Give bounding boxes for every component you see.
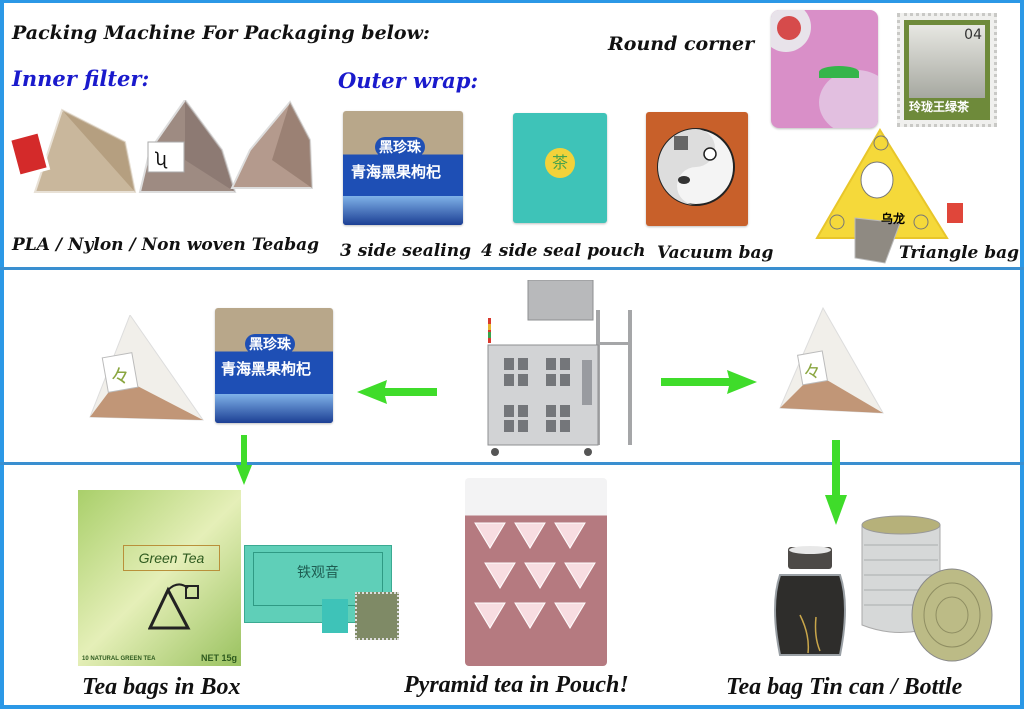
- arrow-left-icon: [357, 380, 437, 404]
- svg-text:ʯ: ʯ: [155, 149, 168, 170]
- green-tea-box: Green Tea 10 NATURAL GREEN TEA NET 15g: [78, 490, 241, 666]
- packing-machine-image: [478, 279, 638, 458]
- tea-character-badge: 茶: [545, 148, 575, 178]
- arrow-down-icon-left: [236, 435, 252, 485]
- yin-yang-icon: [657, 128, 735, 206]
- four-side-seal-label: 4 side seal pouch: [481, 241, 646, 261]
- tin-can: [860, 515, 994, 667]
- outer-wrap-heading: Outer wrap:: [338, 68, 479, 93]
- tin-can-bottle-label: Tea bag Tin can / Bottle: [726, 674, 963, 700]
- pink-round-corner-pouch: [771, 10, 878, 128]
- nylon-teabag-icon: ʯ: [138, 98, 237, 193]
- glass-jar: [770, 545, 850, 667]
- pyramid-teabag-right: 々: [775, 303, 885, 415]
- pyramid-tea-pouch: [465, 478, 607, 666]
- triangle-bag-image: 乌龙: [815, 128, 975, 268]
- inner-filter-heading: Inner filter:: [12, 66, 150, 91]
- svg-text:々: 々: [803, 362, 821, 383]
- arrow-down-icon-right: [825, 440, 847, 525]
- vacuum-bag-label: Vacuum bag: [657, 243, 774, 263]
- page-title: Packing Machine For Packaging below:: [12, 22, 430, 44]
- pyramid-tea-in-pouch-label: Pyramid tea in Pouch!: [404, 672, 629, 698]
- box-title: Green Tea: [123, 545, 220, 571]
- four-side-seal-pouch: 茶: [513, 113, 607, 223]
- row-divider-2: [0, 462, 1024, 465]
- inner-filter-label: PLA / Nylon / Non woven Teabag: [12, 235, 320, 255]
- tea-bags-in-box-label: Tea bags in Box: [82, 674, 241, 700]
- pla-teabag-icon: [7, 108, 137, 193]
- three-side-sealing-pouch: 黑珍珠 青海黑果枸杞: [343, 111, 463, 225]
- stamp-shape-pouch: 04 玲珑王绿茶: [897, 13, 997, 127]
- pyramid-teabag-left: 々: [85, 313, 205, 423]
- mini-teal-pouch: [322, 599, 348, 633]
- inner-filter-teabags-image: ʯ: [7, 98, 320, 195]
- mini-stamp-pouch: [355, 592, 399, 640]
- svg-text:々: 々: [110, 364, 130, 388]
- row-divider-1: [0, 267, 1024, 270]
- non-woven-teabag-icon: [230, 100, 314, 189]
- three-side-sealing-label: 3 side sealing: [340, 241, 471, 261]
- triangle-bag-label: Triangle bag: [899, 243, 1020, 263]
- outer-envelope-row2: 黑珍珠 青海黑果枸杞: [215, 308, 333, 423]
- vacuum-bag-pouch: [646, 112, 748, 226]
- teabag-pyramid-icon: [148, 583, 199, 630]
- round-corner-label: Round corner: [608, 33, 755, 55]
- arrow-right-icon: [661, 370, 757, 394]
